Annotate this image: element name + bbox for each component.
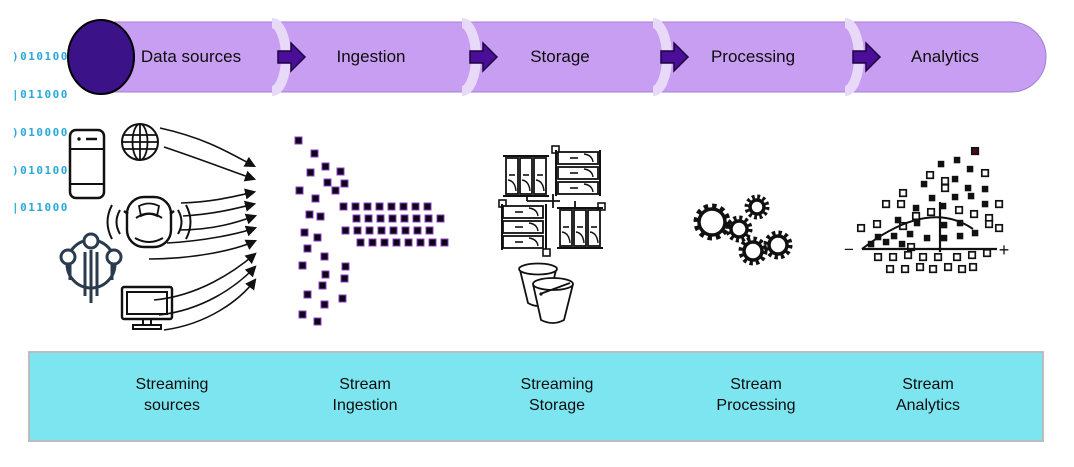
- footer-label-stream-analytics: Stream Analytics: [838, 374, 1018, 416]
- binary-line: )010000: [12, 125, 69, 139]
- server-rack-grid-icon: [498, 145, 606, 257]
- stream-analytics-icon: − +: [844, 146, 1010, 274]
- binary-line: |011000: [12, 201, 69, 215]
- stage-label-storage: Storage: [530, 47, 590, 66]
- smartphone-icon: [68, 128, 106, 200]
- flow-arrows: [277, 41, 882, 73]
- binary-line: |011000: [12, 87, 69, 101]
- globe-icon: [121, 123, 159, 161]
- binary-stream-text: )010100 |011000 )010000 )010100 |011000: [12, 26, 69, 240]
- footer-label-line: Streaming: [520, 376, 594, 393]
- storage-buckets-icon: [518, 262, 574, 324]
- streaming-storage-icon: [498, 145, 606, 324]
- footer-label-line: sources: [143, 397, 201, 414]
- binary-line: )010100: [12, 50, 69, 64]
- source-flow-arrows: [148, 127, 258, 331]
- stream-ingestion-icon: [294, 136, 449, 326]
- pipeline-pipe: [67, 18, 1047, 96]
- footer-label-stream-ingestion: Stream Ingestion: [275, 374, 455, 416]
- footer-band: [28, 351, 1044, 442]
- axis-plus-label: +: [999, 240, 1010, 260]
- footer-label-line: Streaming: [135, 376, 209, 393]
- binary-line: )010100: [12, 163, 69, 177]
- stage-label-data-sources: Data sources: [140, 47, 242, 66]
- axis-minus-label: −: [844, 240, 854, 259]
- scatter-squares: [856, 146, 1004, 274]
- footer-label-line: Stream: [730, 376, 782, 393]
- footer-label-line: Stream: [339, 376, 391, 393]
- iot-network-icon: [59, 232, 123, 303]
- connected-car-icon: [106, 195, 192, 249]
- footer-label-line: Stream: [902, 376, 954, 393]
- pipe-body: [100, 21, 1047, 93]
- stage-label-processing: Processing: [710, 47, 796, 66]
- monitor-icon: [120, 285, 174, 330]
- pipe-opening: [67, 19, 135, 95]
- footer-label-line: Processing: [716, 397, 796, 414]
- footer-label-line: Storage: [528, 397, 586, 414]
- footer-label-streaming-sources: Streaming sources: [82, 374, 262, 416]
- stage-label-ingestion: Ingestion: [336, 47, 406, 66]
- footer-label-stream-processing: Stream Processing: [666, 374, 846, 416]
- streaming-sources-icons: [59, 123, 258, 331]
- stream-processing-icon: [693, 194, 793, 266]
- footer-label-line: Analytics: [895, 397, 961, 414]
- footer-label-streaming-storage: Streaming Storage: [467, 374, 647, 416]
- stage-label-analytics: Analytics: [910, 47, 980, 66]
- footer-label-line: Ingestion: [332, 397, 398, 414]
